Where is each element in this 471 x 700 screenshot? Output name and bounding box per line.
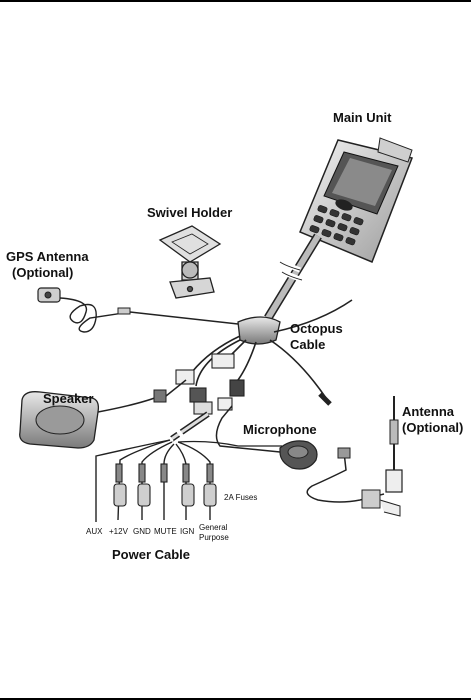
label-gps-antenna-optional: (Optional) xyxy=(12,265,73,280)
label-main-unit: Main Unit xyxy=(333,110,392,125)
optional-antenna-device xyxy=(307,396,402,516)
label-gps-antenna: GPS Antenna xyxy=(6,249,89,264)
wire-label-mute: MUTE xyxy=(154,527,177,536)
wire-label-ign: IGN xyxy=(180,527,194,536)
label-antenna-optional: (Optional) xyxy=(402,420,463,435)
wire-label-12v: +12V xyxy=(109,527,128,536)
label-antenna: Antenna xyxy=(402,404,454,419)
label-swivel-holder: Swivel Holder xyxy=(147,205,232,220)
microphone-device xyxy=(216,406,317,469)
label-power-cable: Power Cable xyxy=(112,547,190,562)
wire-label-purpose: Purpose xyxy=(199,533,229,542)
label-microphone: Microphone xyxy=(243,422,317,437)
label-octopus-cable: Cable xyxy=(290,337,325,352)
wire-label-gnd: GND xyxy=(133,527,151,536)
wire-label-aux: AUX xyxy=(86,527,102,536)
label-octopus: Octopus xyxy=(290,321,343,336)
octopus-hub xyxy=(238,317,280,344)
swivel-holder-device xyxy=(160,226,220,298)
main-trunk-cable xyxy=(268,236,318,318)
fuse-holders xyxy=(114,464,216,506)
label-fuses: 2A Fuses xyxy=(224,493,257,502)
gps-antenna-device xyxy=(38,288,238,332)
label-speaker: Speaker xyxy=(43,391,94,406)
wire-label-general: General xyxy=(199,523,227,532)
